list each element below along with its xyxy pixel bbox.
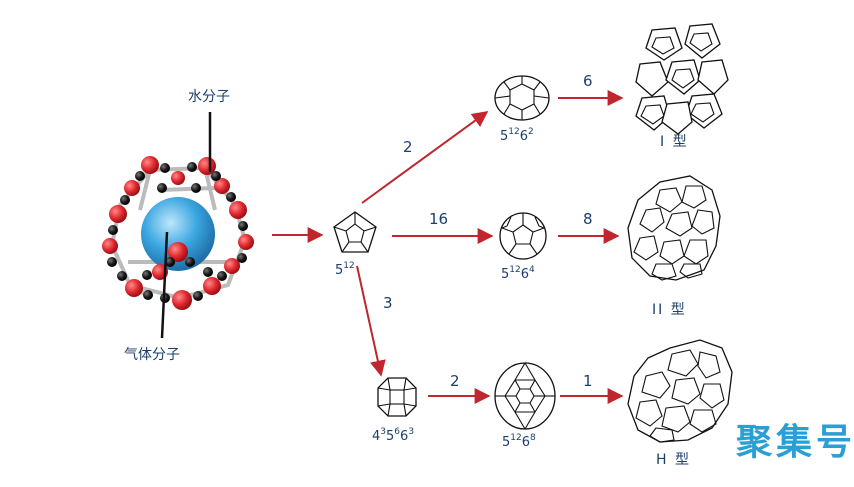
- arrow-label-to-51262: 2: [403, 138, 413, 156]
- arrows: [272, 90, 624, 404]
- cage-51268-label: 51268: [502, 433, 536, 450]
- arrow-512-to-51262: [361, 111, 489, 204]
- type-I-structure: [635, 23, 729, 135]
- cage-435663-label: 435663: [372, 427, 414, 444]
- water-molecule-label: 水分子: [188, 89, 230, 105]
- hydrogen-atoms: [107, 162, 248, 303]
- gas-pointer-line: [160, 231, 169, 339]
- type-II-structure: [627, 175, 721, 281]
- type-I-label: I 型: [660, 134, 689, 150]
- watermark-logo: 聚集号: [735, 422, 854, 463]
- type-H-structure: [627, 339, 733, 443]
- gas-molecule-sphere: [141, 197, 215, 271]
- arrow-label-to-51264: 16: [429, 210, 448, 228]
- arrow-label-to-typeI: 6: [583, 72, 593, 90]
- gas-molecule-label: 气体分子: [124, 347, 180, 363]
- cage-512-icon: [333, 211, 377, 253]
- cage-435663-icon: [377, 377, 417, 417]
- cage-51264-label: 51264: [501, 265, 535, 282]
- cage-51268-icon: [494, 362, 556, 430]
- arrow-label-to-typeH: 1: [583, 372, 593, 390]
- arrow-label-to-435663: 3: [383, 294, 393, 312]
- arrow-label-to-typeII: 8: [583, 210, 593, 228]
- cage-51264-icon: [499, 212, 547, 260]
- arrow-label-to-51268: 2: [450, 372, 460, 390]
- cage-51262-icon: [494, 75, 550, 121]
- oxygen-atoms: [102, 156, 254, 310]
- water-cage-model: [102, 156, 254, 310]
- type-II-label: II 型: [652, 302, 687, 318]
- arrow-512-to-435663: [356, 265, 386, 377]
- type-H-label: H 型: [656, 452, 691, 468]
- cage-512-label: 512: [335, 261, 355, 278]
- cage-51262-label: 51262: [500, 127, 534, 144]
